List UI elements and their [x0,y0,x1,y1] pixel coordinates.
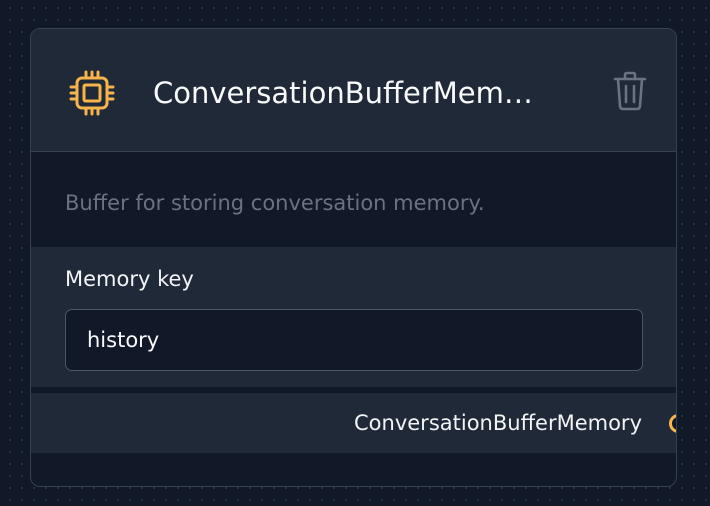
trash-icon[interactable] [613,71,647,111]
chip-icon [69,70,115,116]
output-label: ConversationBufferMemory [354,411,642,435]
output-handle[interactable] [669,414,676,433]
node-title: ConversationBufferMemory [153,76,533,110]
param-label: Memory key [65,267,194,291]
param-memory-key: Memory key [31,247,676,387]
memory-node[interactable]: ConversationBufferMemory Buffer for stor… [30,28,677,487]
output-section: ConversationBufferMemory [31,393,676,453]
memory-key-input[interactable] [65,309,643,371]
node-description: Buffer for storing conversation memory. [65,191,485,215]
node-header: ConversationBufferMemory [31,29,676,152]
